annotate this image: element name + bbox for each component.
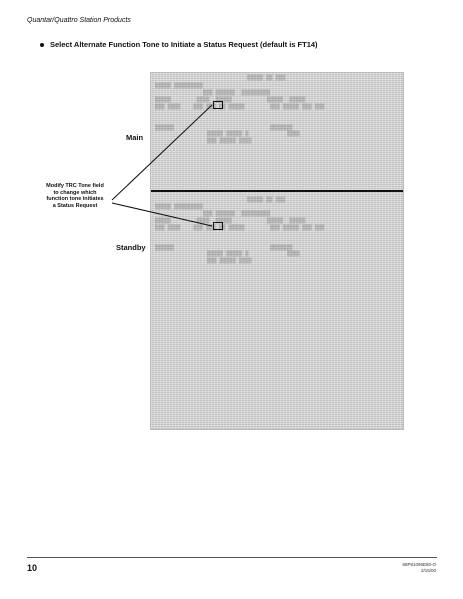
instruction-text: Select Alternate Function Tone to Initia… bbox=[50, 40, 318, 49]
screen-text-line: ▒▒▒ ▒▒▒▒▒ ▒▒▒▒ bbox=[207, 138, 252, 144]
screen-text-line: ▒▒▒ ▒▒▒▒ ▒▒▒ ▒▒▒ ▒▒ ▒▒▒▒▒ ▒▒▒ ▒▒▒▒▒ ▒▒▒ … bbox=[155, 104, 325, 110]
running-header: Quantar/Quattro Station Products bbox=[27, 17, 131, 24]
callout-line: a Status Request bbox=[52, 202, 98, 209]
callout-line: Modify TRC Tone field bbox=[46, 183, 104, 189]
screen-text-line: ▒▒▒ ▒▒▒▒▒▒ ▒▒▒▒▒▒▒▒▒ bbox=[203, 90, 271, 96]
screen-text-line: ▒▒▒▒▒ ▒▒▒▒▒ ▒ ▒▒▒▒ bbox=[207, 131, 300, 137]
screen-text-line: ▒▒▒▒▒ ▒▒▒▒ ▒▒▒▒▒ ▒▒▒▒▒ ▒▒▒▒▒ bbox=[155, 97, 306, 103]
document-number: 68P81095E80-O 2/15/00 bbox=[402, 562, 436, 574]
callout-line: to change which bbox=[53, 189, 97, 196]
instruction-bullet: Select Alternate Function Tone to Initia… bbox=[40, 40, 318, 49]
callout-text: Modify TRC Tone field to change which fu… bbox=[38, 183, 112, 209]
screen-text-line: ▒▒▒▒▒ ▒▒ ▒▒▒ bbox=[247, 197, 286, 203]
main-label: Main bbox=[126, 133, 144, 142]
screen-text-line: ▒▒▒ ▒▒▒▒▒▒ ▒▒▒▒▒▒▒▒▒ bbox=[203, 211, 271, 217]
page-number: 10 bbox=[27, 563, 38, 573]
trc-tone-field-box-standby bbox=[213, 222, 223, 230]
document-date: 2/15/00 bbox=[420, 568, 436, 573]
footer-rule bbox=[27, 557, 437, 558]
bullet-dot bbox=[40, 42, 44, 47]
screen-text-line: ▒▒▒▒▒ ▒▒ ▒▒▒ bbox=[247, 75, 286, 81]
screen-text-line: ▒▒▒▒▒ ▒▒▒▒▒ ▒ ▒▒▒▒ bbox=[207, 251, 300, 257]
screen-text-line: ▒▒▒ ▒▒▒▒ ▒▒▒ ▒▒▒ ▒▒ ▒▒▒▒▒ ▒▒▒ ▒▒▒▒▒ ▒▒▒ … bbox=[155, 225, 325, 231]
screen-text-line: ▒▒▒▒▒▒ ▒▒▒▒▒▒▒ bbox=[155, 245, 293, 251]
standby-label: Standby bbox=[116, 243, 146, 252]
screen-capture: ▒▒▒▒▒ ▒▒ ▒▒▒ ▒▒▒▒▒ ▒▒▒▒▒▒▒▒▒ ▒▒▒ ▒▒▒▒▒▒ … bbox=[150, 72, 404, 430]
screen-text-line: ▒▒▒▒▒ ▒▒▒▒▒▒▒▒▒ bbox=[155, 204, 204, 210]
document-id: 68P81095E80-O bbox=[402, 562, 436, 567]
screen-divider bbox=[151, 190, 403, 192]
screen-text-line: ▒▒▒▒▒ ▒▒▒▒▒▒▒▒▒ bbox=[155, 83, 204, 89]
callout-line: function tone initiates bbox=[46, 196, 104, 202]
screen-text-line: ▒▒▒ ▒▒▒▒▒ ▒▒▒▒ bbox=[207, 258, 252, 264]
trc-tone-field-box-main bbox=[213, 101, 223, 109]
screen-text-line: ▒▒▒▒▒ ▒▒▒▒ ▒▒▒▒▒ ▒▒▒▒▒ ▒▒▒▒▒ bbox=[155, 218, 306, 224]
